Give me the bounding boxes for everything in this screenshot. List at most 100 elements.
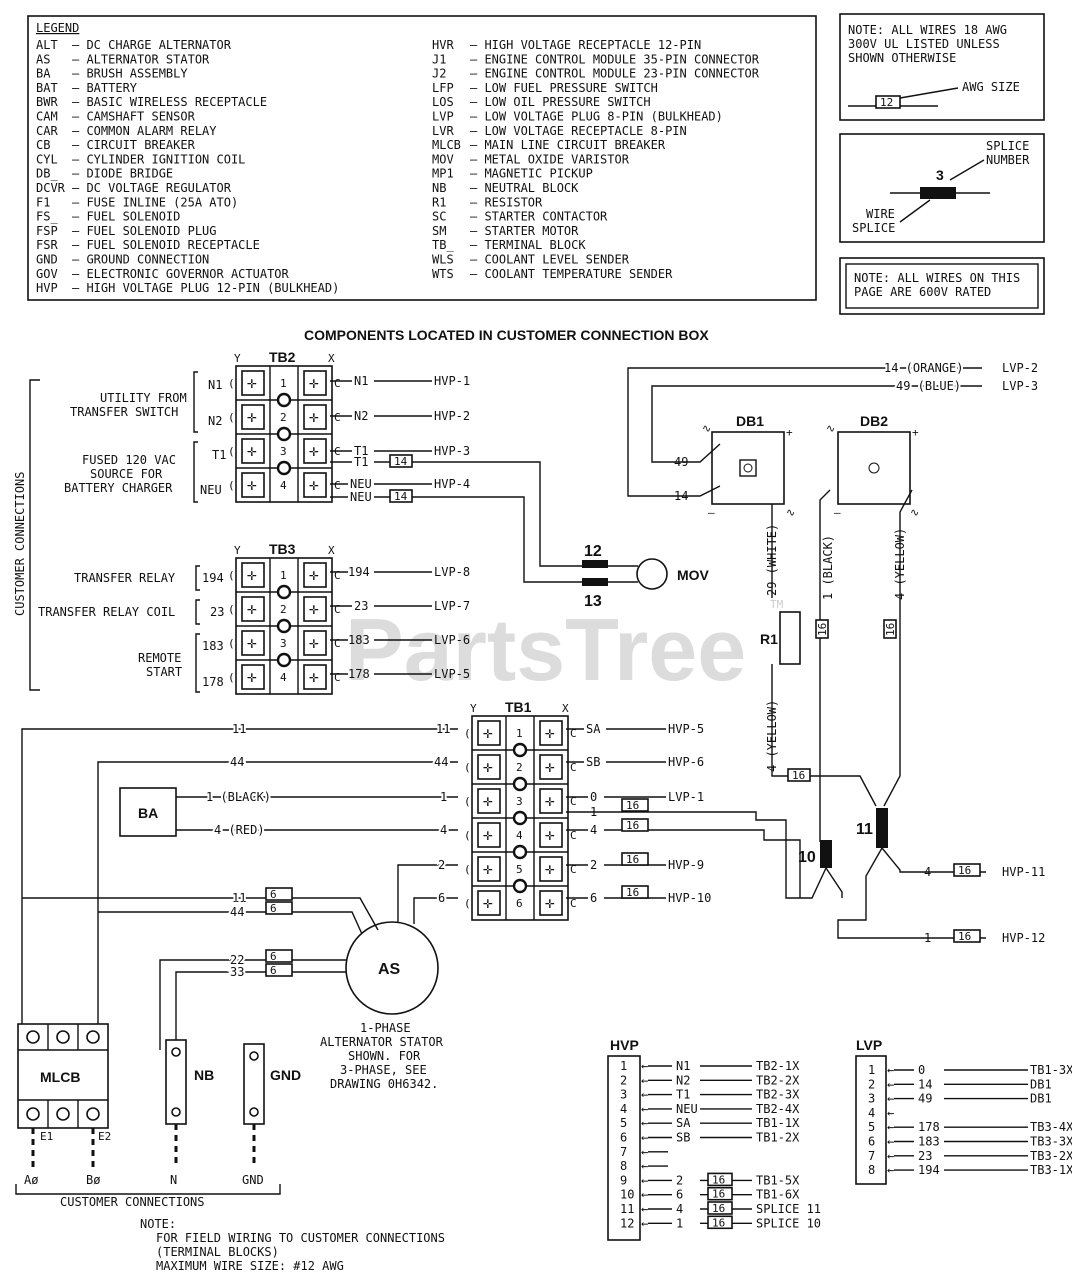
terminal-screw xyxy=(241,630,265,656)
terminal-screw xyxy=(241,596,265,622)
legend-desc: – DC CHARGE ALTERNATOR xyxy=(72,38,232,52)
terminal-bracket: C xyxy=(334,377,341,390)
tb1-dest: HVP-6 xyxy=(668,755,704,769)
wire-splice-label: SPLICE xyxy=(852,221,895,235)
screw-icon: ✛ xyxy=(483,893,493,912)
db2-label: DB2 xyxy=(860,413,888,429)
ac-symbol: ∿ xyxy=(702,422,711,435)
legend-abbr: DB_ xyxy=(36,167,58,181)
legend-abbr: BWR xyxy=(36,95,58,109)
splice-out-dest: HVP-11 xyxy=(1002,865,1045,879)
note-splice-box: 3 SPLICE NUMBER WIRE SPLICE xyxy=(839,133,1045,243)
db1-pin-14: 14 xyxy=(674,489,688,503)
plus-symbol: + xyxy=(912,426,919,439)
terminal-number: 3 xyxy=(280,445,287,458)
lvp-to: TB3-2X xyxy=(1030,1149,1072,1163)
splice-out-dest: HVP-12 xyxy=(1002,931,1045,945)
legend-abbr: FSP xyxy=(36,224,58,238)
tb1-dest: HVP-9 xyxy=(668,858,704,872)
splice-out-gauge: 16 xyxy=(958,930,971,943)
screw-icon: ✛ xyxy=(483,859,493,878)
terminal-screw xyxy=(539,890,563,916)
legend-desc: – LOW VOLTAGE PLUG 8-PIN (BULKHEAD) xyxy=(470,110,723,124)
terminal-bracket: C xyxy=(334,637,341,650)
mlcb-label: MLCB xyxy=(40,1069,80,1085)
terminal-screw xyxy=(539,822,563,848)
tb1-y-label: Y xyxy=(470,702,477,715)
db1-pin-49: 49 xyxy=(674,455,688,469)
legend-abbr: J1 xyxy=(432,52,446,66)
gauge-6: 6 xyxy=(270,888,277,901)
legend-abbr: AS xyxy=(36,52,50,66)
r1-label: R1 xyxy=(760,631,778,647)
legend-desc: – FUEL SOLENOID RECEPTACLE xyxy=(72,238,260,252)
gauge-16: 16 xyxy=(626,886,639,899)
screw-icon: ✛ xyxy=(247,407,257,426)
lvp-arrow: ← xyxy=(887,1149,894,1163)
hvp-wire: 6 xyxy=(676,1188,683,1202)
legend-desc: – RESISTOR xyxy=(470,195,543,209)
note-awg-line: SHOWN OTHERWISE xyxy=(848,51,956,65)
terminal-bracket: ( xyxy=(228,671,235,684)
legend-abbr: WTS xyxy=(432,267,454,281)
bottom-terminal: N xyxy=(170,1173,177,1187)
legend-desc: – FUSE INLINE (25A ATO) xyxy=(72,195,238,209)
tb3-dest: LVP-8 xyxy=(434,565,470,579)
legend-desc: – TERMINAL BLOCK xyxy=(470,238,586,252)
terminal-block-tb2: TB2 Y X UTILITY FROM TRANSFER SWITCH FUS… xyxy=(64,349,341,503)
legend-desc: – ELECTRONIC GOVERNOR ACTUATOR xyxy=(72,267,290,281)
tb1-y-wire: 11 xyxy=(436,722,450,736)
lvp-wire: 0 xyxy=(918,1063,925,1077)
legend-abbr: MLCB xyxy=(432,138,461,152)
legend-desc: – BRUSH ASSEMBLY xyxy=(72,67,188,81)
vertical-wire-label: 4 (YELLOW) xyxy=(893,528,907,600)
terminal-screw xyxy=(241,472,265,498)
screw-icon: ✛ xyxy=(309,407,319,426)
legend-desc: – LOW FUEL PRESSURE SWITCH xyxy=(470,81,658,95)
tb3-label: TRANSFER RELAY xyxy=(74,571,176,585)
tb2-x-wire: T1 xyxy=(354,444,368,458)
splice-number-sample: 3 xyxy=(936,167,944,183)
hvp-wire: 4 xyxy=(676,1202,683,1216)
tb3-x-wire: 23 xyxy=(354,599,368,613)
hvp-wire: NEU xyxy=(676,1102,698,1116)
gauge-6: 6 xyxy=(270,964,277,977)
terminal-bracket: C xyxy=(334,479,341,492)
terminal-screw xyxy=(241,562,265,588)
tb2-dest: HVP-2 xyxy=(434,409,470,423)
tb2-x-wire: NEU xyxy=(350,477,372,491)
note-awg-box: NOTE: ALL WIRES 18 AWG 300V UL LISTED UN… xyxy=(839,13,1045,121)
minus-symbol: – xyxy=(834,506,841,519)
legend-desc: – COMMON ALARM RELAY xyxy=(72,124,217,138)
tb3-dest: LVP-5 xyxy=(434,667,470,681)
tb3-x-wire: 194 xyxy=(348,565,370,579)
tb3-label: START xyxy=(146,665,182,679)
terminal-number: 3 xyxy=(516,795,523,808)
tb3-y-label: Y xyxy=(234,544,241,557)
screw-icon: ✛ xyxy=(545,757,555,776)
ba-wire-label: 1 (BLACK) xyxy=(206,790,271,804)
hvp-title: HVP xyxy=(610,1037,639,1053)
hvp-pin: 2 xyxy=(620,1073,627,1087)
screw-icon: ✛ xyxy=(309,667,319,686)
terminal-number: 1 xyxy=(280,377,287,390)
mov-splice-13: 13 xyxy=(584,593,602,610)
legend-abbr: CAR xyxy=(36,124,58,138)
terminal-screw xyxy=(477,788,501,814)
tb1-x-wire: 0 xyxy=(590,790,597,804)
gauge-16: 16 xyxy=(792,769,805,782)
nb-label: NB xyxy=(194,1067,214,1083)
tb2-dest: HVP-4 xyxy=(434,477,470,491)
legend-desc: – STARTER CONTACTOR xyxy=(470,210,608,224)
hvp-pin: 10 xyxy=(620,1188,634,1202)
alternator-section: AS 11 6 44 6 22 6 33 6 1-PHASE ALTERNATO… xyxy=(15,887,445,1273)
jumper-link xyxy=(276,584,292,600)
screw-icon: ✛ xyxy=(309,633,319,652)
terminal-bracket: ( xyxy=(228,479,235,492)
lvp-wire: 183 xyxy=(918,1135,940,1149)
jumper-link xyxy=(512,844,528,860)
tb2-dest: HVP-1 xyxy=(434,374,470,388)
tb3-title: TB3 xyxy=(269,541,296,557)
